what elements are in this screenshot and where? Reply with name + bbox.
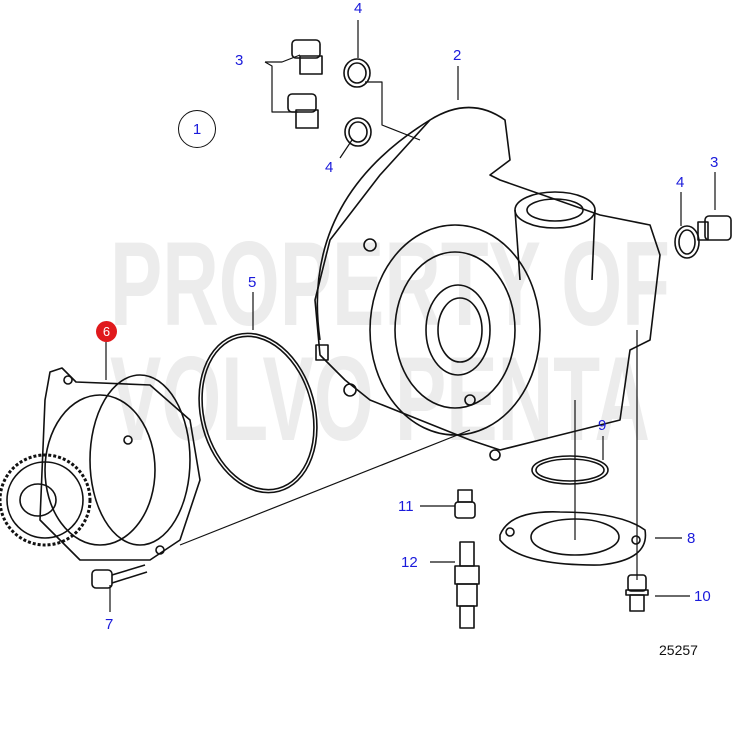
- callout-8[interactable]: 8: [687, 530, 696, 547]
- sealing-washer-right: [674, 225, 700, 259]
- water-pump: [0, 367, 201, 561]
- leader-lines: [105, 20, 716, 612]
- callout-9[interactable]: 9: [598, 417, 607, 434]
- callout-7[interactable]: 7: [105, 616, 114, 633]
- temperature-sensor: [454, 541, 480, 629]
- callout-3[interactable]: 3: [235, 52, 244, 69]
- callout-3[interactable]: 3: [710, 154, 719, 171]
- callout-1[interactable]: 1: [178, 110, 216, 148]
- sealing-washer-upper: [343, 58, 371, 88]
- watermark-line-2: VOLVO PENTA: [110, 332, 650, 466]
- callout-10[interactable]: 10: [694, 588, 711, 605]
- callout-4[interactable]: 4: [676, 174, 685, 191]
- callout-2[interactable]: 2: [453, 47, 462, 64]
- callout-5[interactable]: 5: [248, 274, 257, 291]
- drawing-number: 25257: [659, 642, 698, 658]
- bolt: [91, 564, 148, 589]
- callout-6-label: 6: [102, 324, 111, 339]
- plug-screw-lower: [287, 93, 319, 129]
- callout-12[interactable]: 12: [401, 554, 418, 571]
- callout-4[interactable]: 4: [325, 159, 334, 176]
- seal-ring: [531, 455, 609, 485]
- pump-housing: [314, 106, 661, 461]
- watermark-line-1: PROPERTY OF: [110, 217, 670, 351]
- callout-1-label: 1: [192, 120, 202, 138]
- gasket: [499, 511, 647, 566]
- sealing-washer-lower: [344, 117, 372, 147]
- flange-bolt: [625, 574, 649, 612]
- callout-4[interactable]: 4: [354, 0, 363, 17]
- nipple: [454, 489, 476, 519]
- callout-11[interactable]: 11: [398, 498, 414, 515]
- o-ring: [198, 332, 318, 494]
- plug-screw-right: [697, 215, 732, 241]
- plug-screw-upper: [291, 39, 323, 75]
- callout-6-highlighted[interactable]: 6: [96, 321, 117, 342]
